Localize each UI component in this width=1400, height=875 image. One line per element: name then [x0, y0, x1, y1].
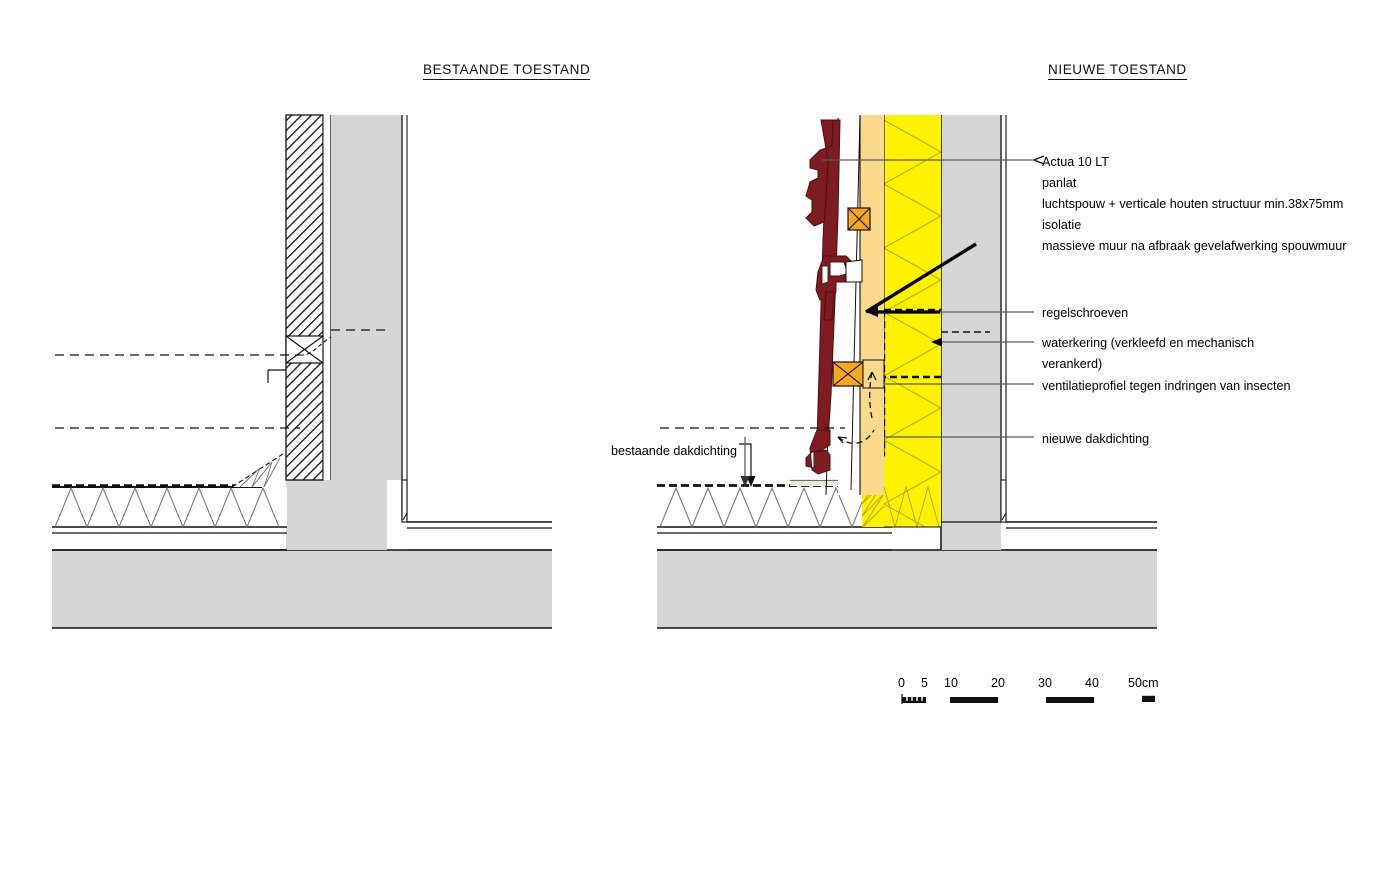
annotation-bestaande-dakdichting: bestaande dakdichting — [611, 444, 738, 458]
right-sill-profile — [1000, 479, 1007, 523]
annotation-actua: Actua 10 LT — [1042, 155, 1109, 169]
leader-lines — [822, 155, 1045, 438]
left-wall-base-gray — [286, 480, 387, 550]
right-roof-insulation-zigzag — [659, 486, 867, 529]
left-roof-insulation-zigzag — [54, 486, 280, 529]
title-left: BESTAANDE TOESTAND — [423, 62, 591, 80]
annotation-luchtspouw: luchtspouw + verticale houten structuur … — [1042, 197, 1344, 211]
annotation-massieve-muur: massieve muur na afbraak gevelafwerking … — [1042, 239, 1347, 253]
timber-batten-lower — [832, 361, 864, 387]
insulation-zigzag-texture — [884, 119, 941, 527]
left-ground-slab — [52, 550, 552, 628]
leader-waterkering — [931, 331, 1034, 347]
annotation-nieuwe-dakdichting: nieuwe dakdichting — [1042, 432, 1150, 446]
scale-tick-0: 0 — [898, 676, 905, 690]
left-sill-profile — [401, 479, 408, 523]
left-inner-wall-gray — [331, 115, 402, 480]
scale-tick-5: 5 — [921, 676, 928, 690]
insulation-layer-yellow — [884, 115, 941, 527]
scale-tick-50: 50cm — [1128, 676, 1159, 690]
title-left-text: BESTAANDE TOESTAND — [423, 62, 591, 80]
arrow-to-new-membrane — [740, 437, 750, 487]
ventilation-airflow-arrows — [837, 371, 877, 444]
scale-tick-20: 20 — [991, 676, 1005, 690]
right-ground-slab — [657, 550, 1157, 628]
annotation-regelschroeven: regelschroeven — [1042, 306, 1129, 320]
right-masonry-wall-gray — [941, 115, 1001, 550]
leader-regelschroeven — [866, 307, 1034, 317]
leader-bestaande-dakdichting — [739, 443, 756, 487]
title-right: NIEUWE TOESTAND — [1048, 62, 1187, 80]
timber-batten-upper — [847, 207, 871, 231]
annotation-isolatie: isolatie — [1042, 218, 1082, 232]
annotation-ventilatieprofiel: ventilatieprofiel tegen indringen van in… — [1042, 379, 1291, 393]
title-right-text: NIEUWE TOESTAND — [1048, 62, 1187, 80]
scale-tick-30: 30 — [1038, 676, 1052, 690]
annotation-panlat: panlat — [1042, 176, 1077, 190]
left-cavity-leaf-hatched — [285, 114, 324, 481]
annotation-waterkering: waterkering (verkleefd en mechanisch ver… — [1042, 336, 1255, 371]
scale-tick-40: 40 — [1085, 676, 1099, 690]
scale-tick-10: 10 — [944, 676, 958, 690]
